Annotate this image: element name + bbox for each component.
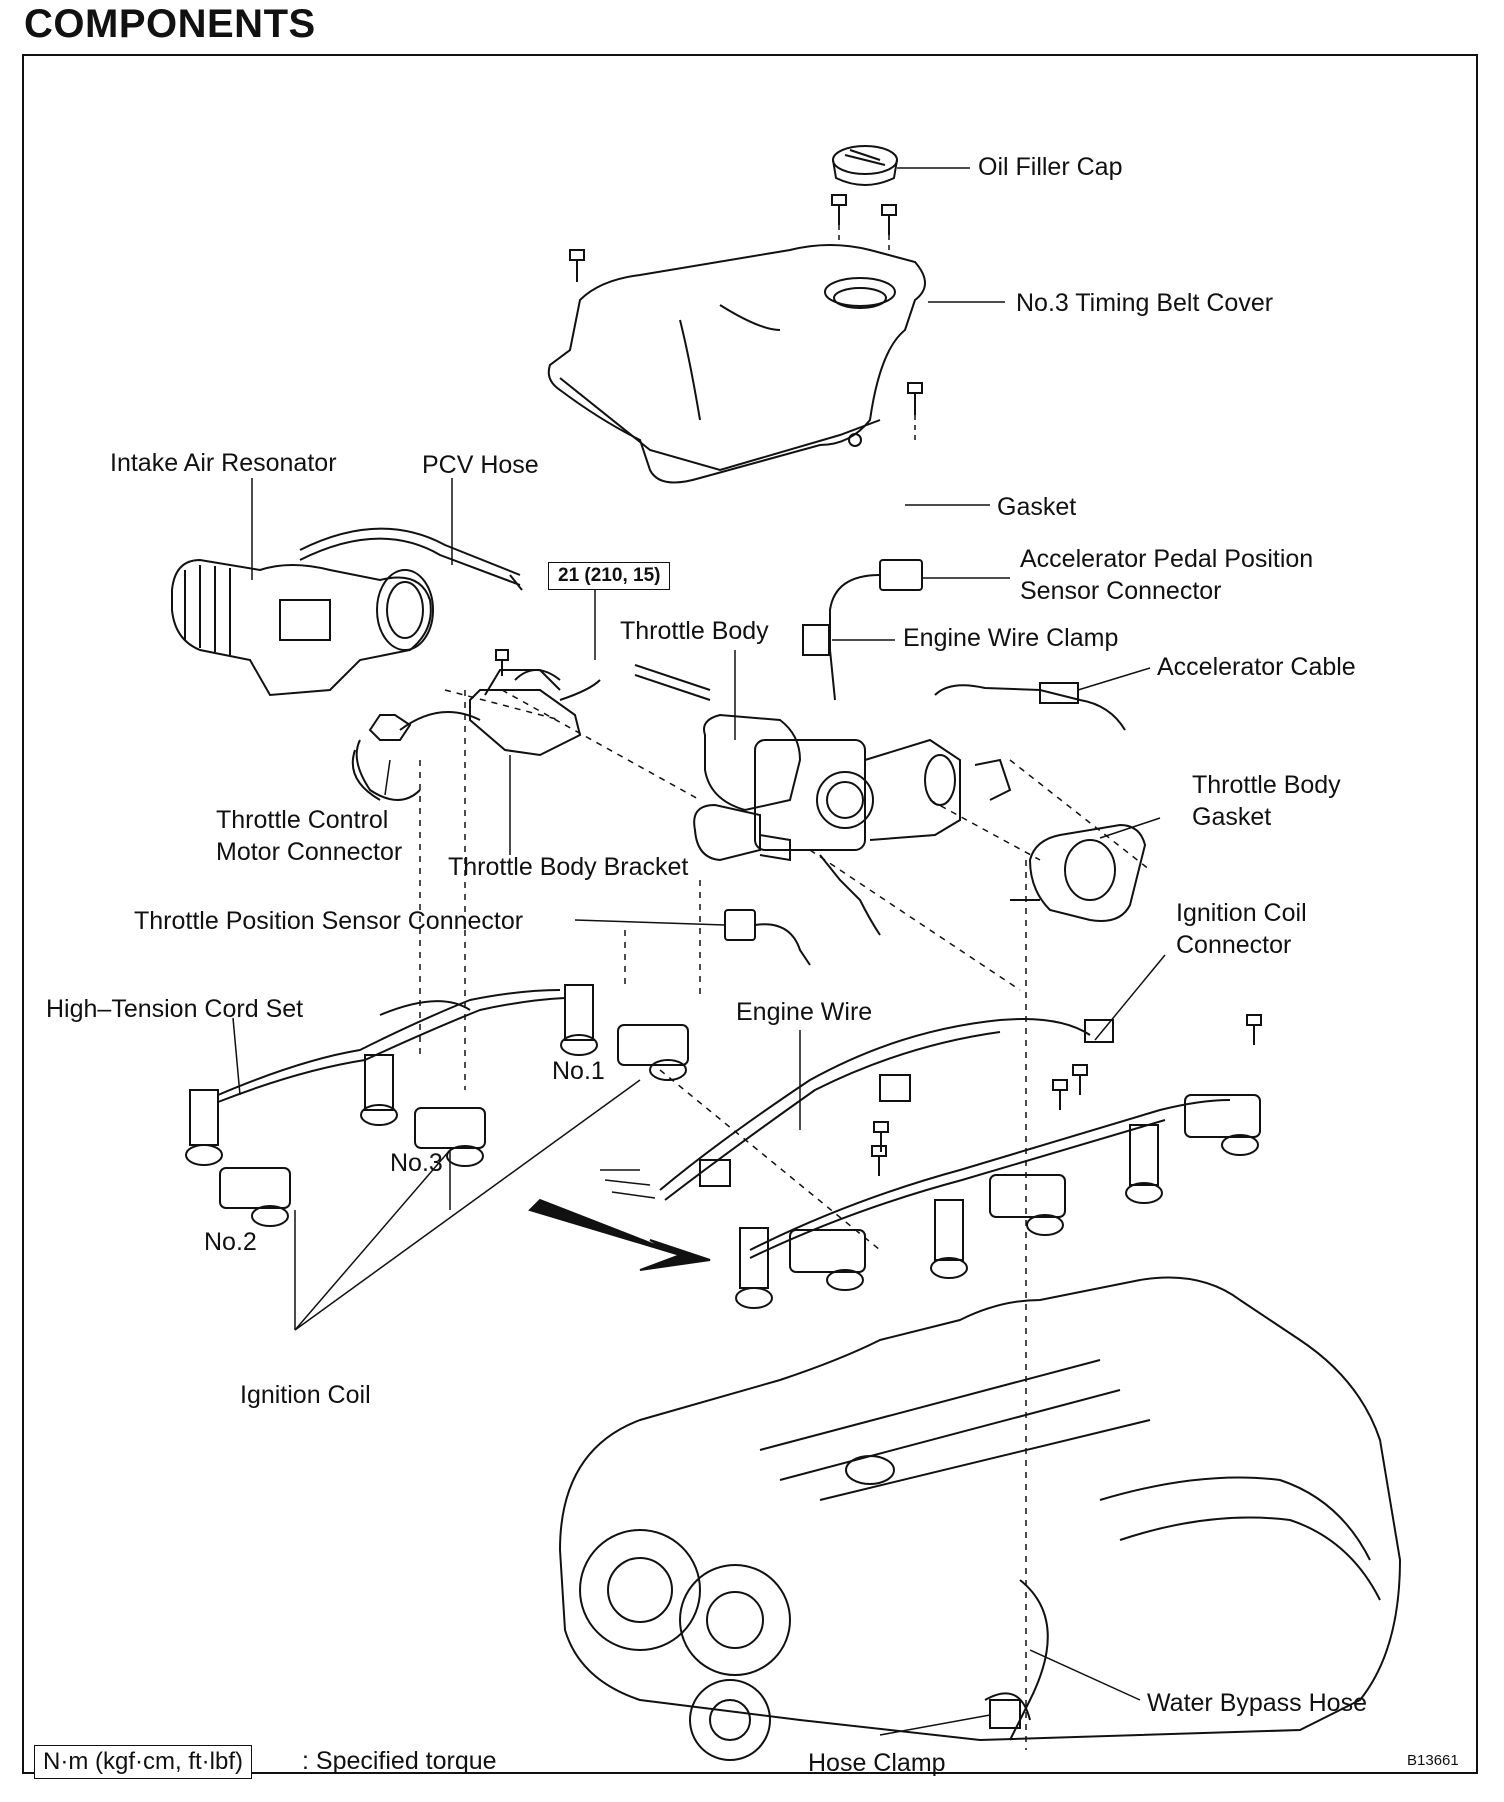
legend-text: : Specified torque (302, 1747, 497, 1775)
throttle-body-bracket-part (351, 669, 601, 801)
label-apps-connector-1: Accelerator Pedal Position (1020, 545, 1314, 573)
engine-block (558, 1276, 1402, 1761)
label-throttle-body: Throttle Body (620, 617, 769, 645)
label-ignition-coil-connector-2: Connector (1176, 931, 1292, 959)
label-intake-air-resonator: Intake Air Resonator (110, 449, 337, 477)
label-no3: No.3 (390, 1149, 443, 1177)
label-throttle-body-gasket-2: Gasket (1192, 803, 1272, 831)
label-throttle-control-motor-1: Throttle Control (216, 806, 389, 834)
label-engine-wire-clamp: Engine Wire Clamp (903, 624, 1119, 652)
apps-connector-part (802, 559, 923, 701)
leader-lines (232, 167, 1166, 1736)
figure-code: B13661 (1407, 1752, 1459, 1769)
left-ignition-coils (185, 984, 689, 1227)
diagram-frame (22, 54, 1478, 1774)
alignment-lines (419, 689, 1151, 1750)
label-hose-clamp: Hose Clamp (808, 1749, 946, 1777)
engine-wire-part (659, 1018, 1114, 1201)
label-oil-filler-cap: Oil Filler Cap (978, 153, 1123, 181)
timing-belt-cover-part (547, 244, 926, 484)
label-throttle-body-gasket-1: Throttle Body (1192, 771, 1341, 799)
bolts (495, 194, 1262, 1176)
torque-spec-box: 21 (210, 15) (548, 562, 671, 590)
direction-arrow (528, 1169, 711, 1271)
label-throttle-body-bracket: Throttle Body Bracket (448, 853, 689, 881)
accelerator-cable-part (934, 682, 1126, 731)
label-apps-connector-2: Sensor Connector (1020, 577, 1222, 605)
label-no1: No.1 (552, 1057, 605, 1085)
label-throttle-position-sensor-connector: Throttle Position Sensor Connector (134, 907, 524, 935)
label-ignition-coil-connector-1: Ignition Coil (1176, 899, 1307, 927)
throttle-body-gasket-part (1010, 823, 1147, 922)
label-timing-belt-cover: No.3 Timing Belt Cover (1016, 289, 1274, 317)
label-high-tension-cord-set: High–Tension Cord Set (46, 995, 304, 1023)
right-ignition-coils (735, 1094, 1261, 1309)
label-accelerator-cable: Accelerator Cable (1157, 653, 1356, 681)
oil-filler-cap-part (832, 145, 898, 186)
label-throttle-control-motor-2: Motor Connector (216, 838, 403, 866)
label-ignition-coil: Ignition Coil (240, 1381, 371, 1409)
page-title: COMPONENTS (24, 2, 316, 46)
intake-air-resonator-part (171, 527, 523, 697)
legend-unit-box: N·m (kgf·cm, ft·lbf) (34, 1745, 252, 1779)
label-water-bypass-hose: Water Bypass Hose (1147, 1689, 1367, 1717)
throttle-body-part (634, 664, 1012, 936)
tps-connector-part (724, 909, 811, 966)
label-pcv-hose: PCV Hose (422, 451, 539, 479)
label-no2: No.2 (204, 1228, 257, 1256)
label-gasket: Gasket (997, 493, 1077, 521)
label-engine-wire: Engine Wire (736, 998, 873, 1026)
